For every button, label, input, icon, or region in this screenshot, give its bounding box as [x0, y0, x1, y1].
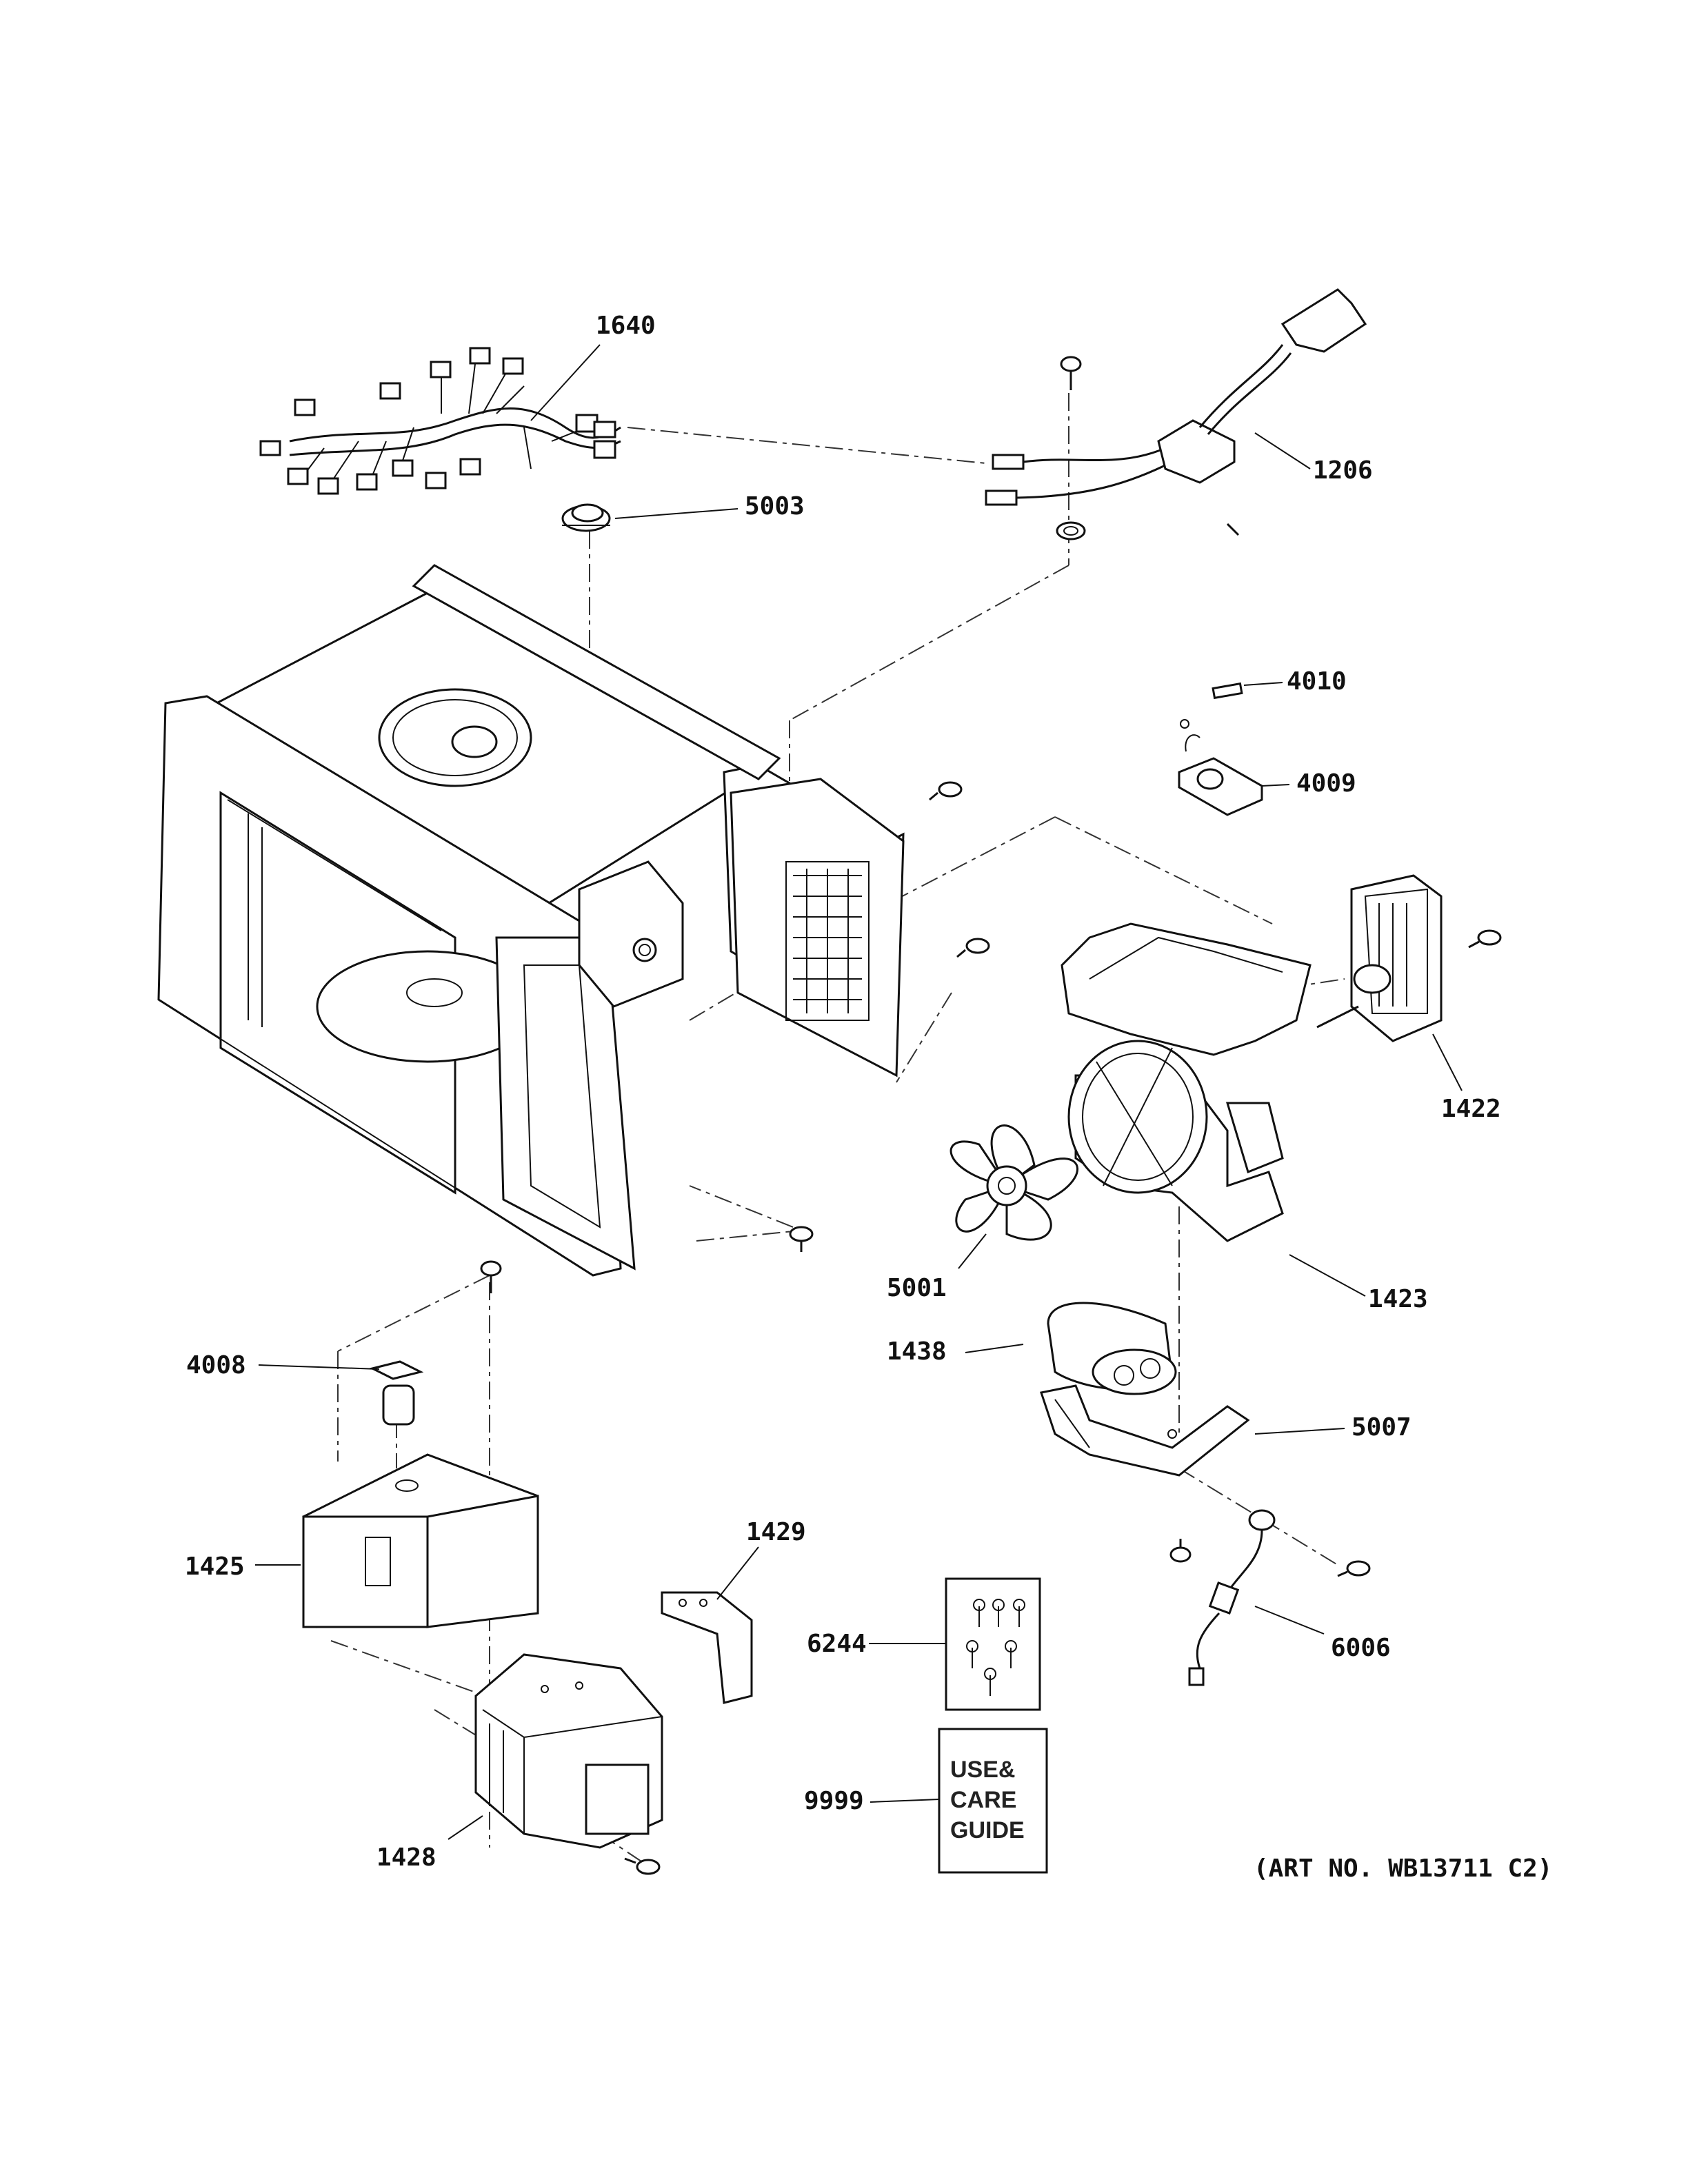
screw: [1468, 929, 1502, 949]
label-1640: 1640: [596, 312, 656, 340]
fuse-4010: [1212, 682, 1243, 700]
capacitor-bracket-5007: [1040, 1384, 1250, 1477]
wire-harness-1640: [259, 347, 621, 495]
label-4009: 4009: [1296, 769, 1356, 798]
label-6006: 6006: [1331, 1634, 1391, 1662]
label-4010: 4010: [1287, 667, 1347, 696]
capacitor-1438: [1047, 1302, 1177, 1395]
label-1425: 1425: [185, 1553, 245, 1581]
use-care-guide-9999: USE& CARE GUIDE: [938, 1728, 1048, 1874]
label-6244: 6244: [807, 1630, 867, 1658]
part-labels: 1640 1206 5003 4010 4009 1422 5001 1423 …: [185, 312, 1552, 1883]
screw: [789, 1226, 814, 1252]
label-1206: 1206: [1313, 456, 1373, 485]
screw: [1169, 1539, 1192, 1563]
magnetron-1428: [474, 1653, 663, 1849]
fan-motor-1422: [1316, 874, 1443, 1042]
screw: [929, 781, 963, 801]
label-1422: 1422: [1441, 1095, 1501, 1123]
screw: [624, 1857, 661, 1875]
power-cord-1206: [985, 288, 1367, 540]
label-5001: 5001: [887, 1274, 947, 1302]
label-1429: 1429: [746, 1518, 806, 1546]
thermal-fuse-4008: [369, 1360, 424, 1426]
label-1428: 1428: [376, 1843, 436, 1872]
fan-bracket-1423: [1061, 922, 1312, 1242]
noise-filter-4009: [1178, 719, 1263, 816]
screw: [1337, 1560, 1371, 1577]
fan-blade-5001: [950, 1124, 1078, 1241]
leader-lines: [255, 344, 1463, 1840]
screw: [956, 938, 990, 958]
screw: [480, 1260, 502, 1293]
guide-line-3: GUIDE: [950, 1817, 1025, 1843]
screw: [1060, 356, 1082, 390]
bracket-1425: [302, 1453, 539, 1628]
art-number: (ART NO. WB13711 C2): [1254, 1854, 1552, 1883]
label-4008: 4008: [186, 1351, 246, 1379]
guide-line-1: USE&: [950, 1757, 1015, 1783]
thermostat-5003: [561, 503, 611, 532]
label-5007: 5007: [1352, 1413, 1411, 1442]
label-9999: 9999: [804, 1787, 864, 1815]
bracket-1429: [661, 1591, 753, 1704]
label-1438: 1438: [887, 1337, 947, 1366]
screw-bag-6244: [945, 1577, 1041, 1711]
label-1423: 1423: [1368, 1285, 1428, 1313]
guide-line-2: CARE: [950, 1787, 1016, 1813]
label-5003: 5003: [745, 492, 805, 520]
oven-cavity: [157, 564, 905, 1277]
thermal-fuse-wire-6006: [1188, 1509, 1276, 1686]
